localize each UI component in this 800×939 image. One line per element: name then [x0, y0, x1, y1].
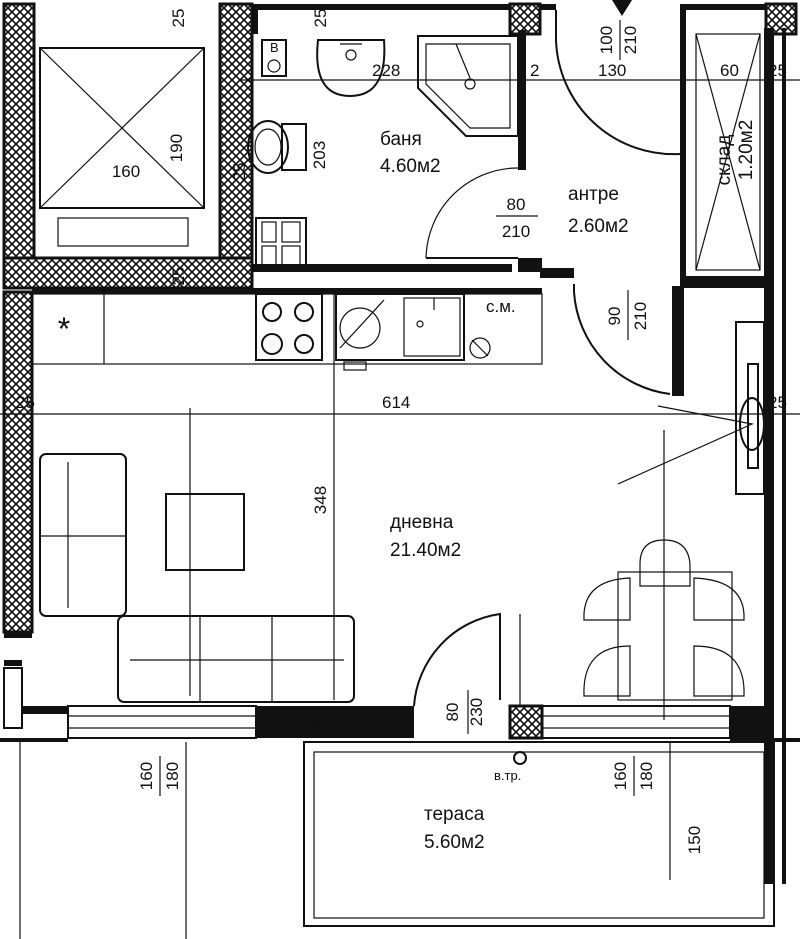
storage-name: склад	[714, 135, 735, 186]
shaft-depth-dimension: 190	[167, 134, 186, 162]
shaft-wall-dimension: 25	[169, 267, 188, 286]
living-door-height: 210	[631, 302, 650, 330]
living-width-dimension: 614	[382, 393, 410, 412]
bath-depth-dimension: 203	[310, 141, 329, 169]
boiler-label: В	[270, 40, 279, 55]
entry-door-height: 210	[621, 26, 640, 54]
bathroom: В баня 4.60м2 228 2 203 25 80 210	[230, 30, 574, 278]
living-door-width: 90	[605, 307, 624, 326]
terrace-wall-dimension: 25	[309, 715, 328, 734]
electrical-panel	[255, 217, 307, 271]
kitchen: * с.м.	[31, 288, 543, 371]
top-wall-dimension-left: 25	[169, 9, 188, 28]
right-window-height: 180	[637, 762, 656, 790]
storage-width-dimension: 60	[720, 61, 739, 80]
left-window-height: 180	[163, 762, 182, 790]
terrace: в.тр. тераса 5.60м2 150 160 180 160 180	[19, 741, 775, 939]
terrace-door-width: 80	[443, 703, 462, 722]
hall-area: 2.60м2	[568, 216, 629, 237]
bath-width-dimension: 228	[372, 61, 400, 80]
hall: 100 210 130 60 25 антре 2.60м2 склад 1.2…	[240, 0, 800, 396]
bath-wall-dimension: 25	[230, 163, 249, 182]
bath-door-height: 210	[502, 222, 530, 241]
terrace-area: 5.60м2	[424, 832, 485, 853]
living-name: дневна	[390, 512, 454, 533]
bathroom-name: баня	[380, 129, 422, 150]
hall-width-dimension: 130	[598, 61, 626, 80]
washing-machine-label: с.м.	[486, 297, 516, 316]
terrace-door-height: 230	[467, 698, 486, 726]
hall-wall-dimension: 25	[768, 61, 787, 80]
right-window-sill: 160	[611, 762, 630, 790]
left-window-sill: 160	[137, 762, 156, 790]
living-right-wall-dim: 25	[768, 393, 787, 412]
bath-small-dimension: 2	[530, 61, 539, 80]
terrace-depth-dimension: 150	[685, 826, 704, 854]
drain-label: в.тр.	[494, 768, 521, 783]
living-left-wall-dim: 25	[16, 393, 35, 412]
exterior-walls	[0, 2, 800, 884]
terrace-name: тераса	[424, 804, 485, 825]
vent-symbol: *	[58, 311, 70, 347]
living-depth-dimension: 348	[311, 486, 330, 514]
entry-door-width: 100	[597, 26, 616, 54]
elevator-shaft: 160 190	[2, 2, 254, 290]
shaft-width-dimension: 160	[112, 162, 140, 181]
bath-door-width: 80	[507, 195, 526, 214]
storage-area: 1.20м2	[736, 120, 757, 181]
living-area: 21.40м2	[390, 540, 461, 561]
hall-name: антре	[568, 184, 619, 205]
bathroom-area: 4.60м2	[380, 156, 441, 177]
top-wall-dimension-mid: 25	[311, 9, 330, 28]
living-room: 25 614 25 348 дневна 21.40м2 80	[0, 294, 800, 734]
